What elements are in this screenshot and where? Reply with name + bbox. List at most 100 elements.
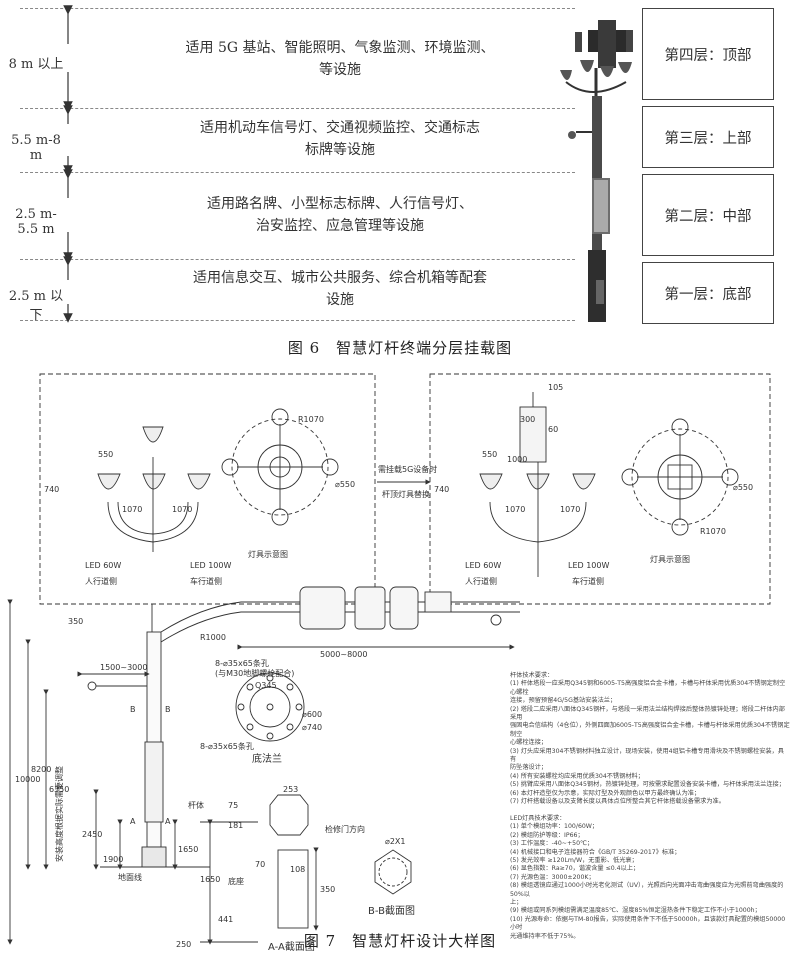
height-arrows — [63, 5, 633, 323]
note-line: (5) 挑臂应采用八面体Q345钢材，热镀锌处理，可按需求配置设备安装卡槽，与杆… — [510, 781, 785, 789]
pedestrian-side-label: 人行道侧 — [465, 576, 497, 586]
arm-length: 5000~8000 — [320, 650, 367, 659]
note-line: (6) 本灯杆造型仅为示意，实际灯型及外观颜色以甲方最终确认为准； — [510, 789, 701, 797]
dim-1650: 1650 — [178, 845, 198, 854]
right-panel-frame — [429, 373, 771, 605]
ground-line-label: 地面线 — [118, 872, 142, 882]
desc-line: 设施 — [326, 292, 354, 308]
dim-740: 740 — [44, 485, 59, 494]
arrow-note: 杆顶灯具替换 — [382, 489, 430, 499]
note-line: 光通维持率不低于75%。 — [510, 932, 580, 940]
dim-350: 350 — [320, 885, 335, 894]
smart-pole-illustration — [560, 20, 633, 322]
note-line: (7) 光源色温：3000±200K； — [510, 873, 595, 881]
section-a-marker: A — [130, 817, 136, 826]
height-label: 5.5 m-8 m — [11, 133, 61, 163]
d550-label: ⌀550 — [335, 480, 355, 489]
height-label: 2.5 m-5.5 m — [15, 207, 57, 237]
dim-108: 108 — [290, 865, 305, 874]
desc-line: 标牌等设施 — [305, 142, 375, 158]
note-line: (4) 机械接口和电子连接器符合《GB/T 35269-2017》标准； — [510, 848, 681, 856]
note-line: (7) 灯杆搭载设备以及支臂长度以具体点位所整合其它杆体搭载设备需求为准。 — [510, 798, 725, 806]
divider — [20, 108, 575, 109]
dim-300: 300 — [520, 415, 535, 424]
r1070-label: R1070 — [700, 527, 726, 536]
dim-105: 105 — [548, 383, 563, 392]
r1070-label: R1070 — [298, 415, 324, 424]
dim-1900: 1900 — [103, 855, 123, 864]
dim-1650: 1650 — [200, 875, 220, 884]
note-line: (3) 灯头应采用304不锈钢材料独立设计，现场安装，使用4组铝卡槽专用滑块及不… — [510, 747, 784, 764]
note-line: 连接，预留预留4G/5G基站安装法兰； — [510, 697, 617, 705]
dim-350: 350 — [68, 617, 83, 626]
flange-q345: Q345 — [255, 681, 277, 690]
flange-d740: ⌀740 — [302, 723, 322, 732]
note-line: (5) 发光效率 ≥120Lm/W，无重影、低光衰； — [510, 856, 638, 864]
arrow-note: 需挂载5G设备时 — [378, 464, 437, 474]
install-height-note: 安装高度根据实际需要调整 — [54, 766, 64, 862]
dim-253: 253 — [283, 785, 298, 794]
note-line: (1) 单个模组功率：100/60W； — [510, 823, 599, 831]
dim-250: 250 — [176, 940, 191, 949]
layer-box-upper: 第三层：上部 — [642, 106, 774, 168]
led-60w-label: LED 60W — [465, 561, 501, 570]
note-line: 心螺栓连接； — [510, 739, 548, 747]
layer-description: 适用 5G 基站、智能照明、气象监测、环境监测、 等设施 — [110, 37, 570, 81]
right-lamp-schematic — [621, 418, 739, 536]
dim-8200: 8200 — [31, 765, 51, 774]
dim-1070: 1070 — [172, 505, 192, 514]
note-line: (2) 塔段二应采用八面体Q345钢杆，与塔段一采用法兰结构焊接后整体热镀锌处理… — [510, 705, 785, 722]
dim-1000: 1000 — [507, 455, 527, 464]
led-60w-label: LED 60W — [85, 561, 121, 570]
desc-line: 适用信息交互、城市公共服务、综合机箱等配套 — [193, 270, 487, 286]
base-flange-drawing — [235, 672, 305, 742]
dim-70: 70 — [255, 860, 265, 869]
pedestrian-side-label: 人行道侧 — [85, 576, 117, 586]
flange-title: 底法兰 — [252, 752, 282, 765]
divider — [20, 172, 575, 173]
dim-550: 550 — [98, 450, 113, 459]
dim-75: 75 — [228, 801, 238, 810]
left-lamp-schematic — [221, 408, 339, 526]
layer-description: 适用机动车信号灯、交通视频监控、交通标志 标牌等设施 — [110, 117, 570, 161]
dim-1070: 1070 — [505, 505, 525, 514]
vehicle-side-label: 车行道侧 — [572, 576, 604, 586]
desc-line: 治安监控、应急管理等设施 — [256, 218, 424, 234]
layer-description: 适用路名牌、小型标志标牌、人行信号灯、 治安监控、应急管理等设施 — [110, 193, 570, 237]
section-b-marker: B — [165, 705, 171, 714]
divider — [20, 8, 575, 9]
note-line: (3) 工作温度：-40~+50℃； — [510, 840, 594, 848]
section-aa-title: A-A截面图 — [268, 940, 315, 953]
lamp-schematic-label: 灯具示意图 — [248, 549, 288, 559]
note-line: (2) 模组防护等级：IP66； — [510, 831, 584, 839]
section-b-marker: B — [130, 705, 136, 714]
layer-box-middle: 第二层：中部 — [642, 174, 774, 256]
note-line: (9) 模组或同系列模组需满足温度85℃、湿度85%恒定湿热条件下稳定工作不小于… — [510, 907, 761, 915]
note-line: (8) 模组透镜应通过1000小时光老化测试（UV），光照后向光面冲击弯曲强度应… — [510, 882, 784, 898]
door-direction-label: 检修门方向 — [325, 824, 365, 834]
height-label: 2.5 m 以下 — [8, 289, 64, 323]
technical-notes: 杆体技术要求： (1) 杆体塔段一应采用Q345钢和6005-T5高强度铝合金卡… — [510, 672, 790, 941]
led-100w-label: LED 100W — [190, 561, 231, 570]
flange-d600: ⌀600 — [302, 710, 322, 719]
lamp-schematic-label: 灯具示意图 — [650, 554, 690, 564]
dim-441: 441 — [218, 915, 233, 924]
dim-1500: 1500~3000 — [100, 663, 147, 672]
height-label: 8 m 以上 — [8, 57, 64, 72]
r1000-label: R1000 — [200, 633, 226, 642]
vehicle-side-label: 车行道侧 — [190, 576, 222, 586]
note-line: (10) 光源寿命：依据与TM-80报告，实际使用条件下不低于50000h，且该… — [510, 915, 786, 932]
section-bb-drawing — [374, 849, 412, 895]
dim-60: 60 — [548, 425, 558, 434]
layer-box-top: 第四层：顶部 — [642, 8, 774, 100]
desc-line: 适用机动车信号灯、交通视频监控、交通标志 — [200, 120, 480, 136]
note-line: LED灯具技术要求： — [510, 814, 566, 822]
section-bb-title: B-B截面图 — [368, 904, 415, 917]
note-line: 防坠落设计； — [510, 764, 548, 772]
note-line: 上； — [510, 898, 523, 906]
dim-1070: 1070 — [560, 505, 580, 514]
layer-description: 适用信息交互、城市公共服务、综合机箱等配套 设施 — [110, 267, 570, 311]
note-line: (6) 显色指数：Ra≥70，谐波含量 ≤0.4以上； — [510, 865, 640, 873]
note-line: 强固电合信结构（4仓位），外侧四面加6005-T5高强度铝合金卡槽，卡槽与杆体采… — [510, 722, 790, 738]
desc-line: 适用路名牌、小型标志标牌、人行信号灯、 — [207, 196, 473, 212]
